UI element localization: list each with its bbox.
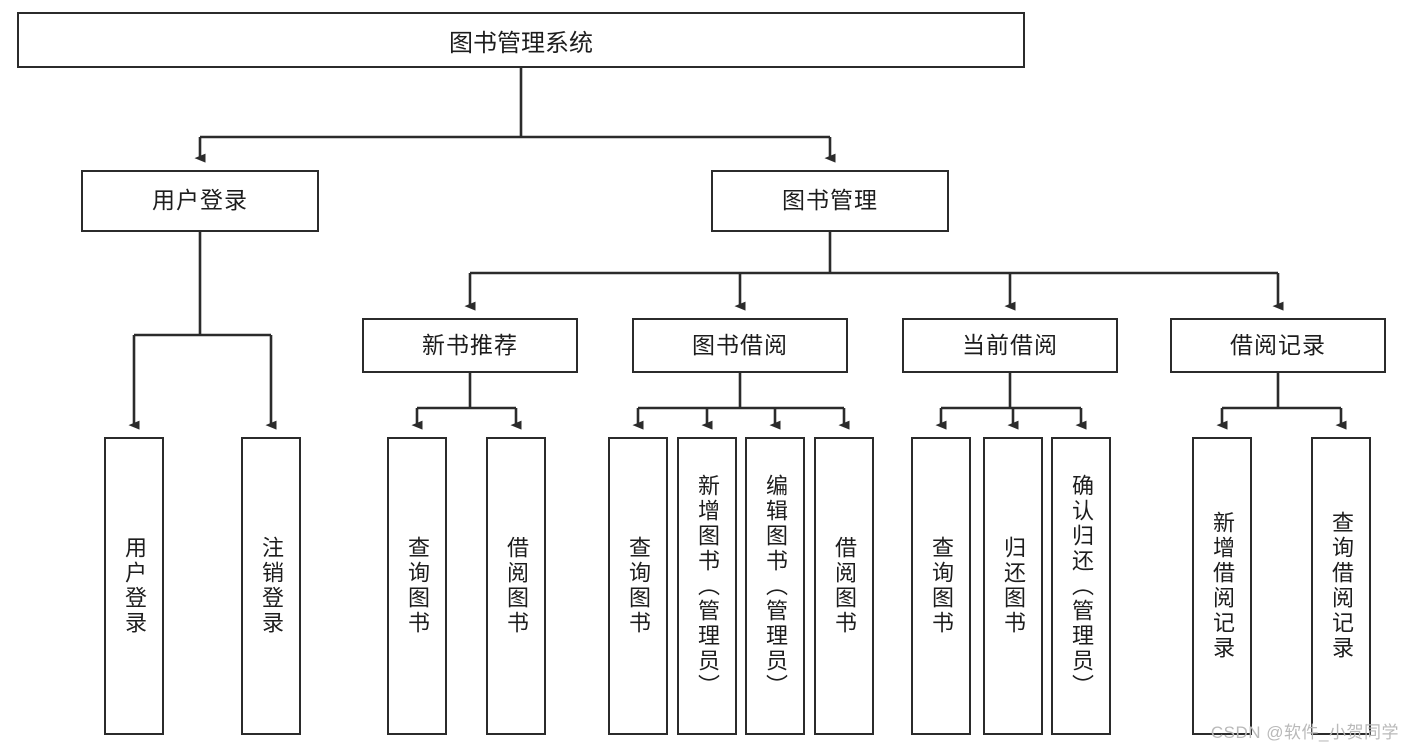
leaf-query-book-recommend-label: 查询图书 xyxy=(405,536,430,636)
node-current-borrow[interactable]: 当前借阅 xyxy=(902,318,1118,373)
leaf-add-book-admin-label: 新增图书（管理员） xyxy=(695,473,720,699)
leaf-confirm-return-admin[interactable]: 确认归还（管理员） xyxy=(1051,437,1111,735)
node-root-label: 图书管理系统 xyxy=(449,29,593,57)
leaf-query-book-current-label: 查询图书 xyxy=(929,536,954,636)
node-book-management-label: 图书管理 xyxy=(782,187,878,214)
leaf-borrow-book[interactable]: 借阅图书 xyxy=(814,437,874,735)
leaf-query-borrow-record[interactable]: 查询借阅记录 xyxy=(1311,437,1371,735)
node-book-management[interactable]: 图书管理 xyxy=(711,170,949,232)
leaf-user-login[interactable]: 用户登录 xyxy=(104,437,164,735)
leaf-user-login-label: 用户登录 xyxy=(122,536,147,636)
leaf-return-book-label: 归还图书 xyxy=(1001,536,1026,636)
node-book-borrow-label: 图书借阅 xyxy=(692,331,788,358)
leaf-add-borrow-record-label: 新增借阅记录 xyxy=(1210,511,1235,661)
node-borrow-record[interactable]: 借阅记录 xyxy=(1170,318,1386,373)
leaf-confirm-return-admin-label: 确认归还（管理员） xyxy=(1069,473,1094,699)
leaf-borrow-book-recommend-label: 借阅图书 xyxy=(504,536,529,636)
leaf-borrow-book-label: 借阅图书 xyxy=(832,536,857,636)
leaf-query-book-borrow-label: 查询图书 xyxy=(626,536,651,636)
leaf-logout[interactable]: 注销登录 xyxy=(241,437,301,735)
leaf-edit-book-admin[interactable]: 编辑图书（管理员） xyxy=(745,437,805,735)
node-user-login-label: 用户登录 xyxy=(152,187,248,214)
node-user-login[interactable]: 用户登录 xyxy=(81,170,319,232)
csdn-watermark: CSDN @软件_小贺同学 xyxy=(1210,723,1399,742)
leaf-return-book[interactable]: 归还图书 xyxy=(983,437,1043,735)
leaf-add-book-admin[interactable]: 新增图书（管理员） xyxy=(677,437,737,735)
leaf-query-book-current[interactable]: 查询图书 xyxy=(911,437,971,735)
node-root[interactable]: 图书管理系统 xyxy=(17,12,1025,68)
leaf-logout-label: 注销登录 xyxy=(259,536,284,636)
node-current-borrow-label: 当前借阅 xyxy=(962,331,1058,358)
leaf-query-borrow-record-label: 查询借阅记录 xyxy=(1329,511,1354,661)
node-borrow-record-label: 借阅记录 xyxy=(1230,331,1326,358)
leaf-borrow-book-recommend[interactable]: 借阅图书 xyxy=(486,437,546,735)
node-new-book-recommend[interactable]: 新书推荐 xyxy=(362,318,578,373)
leaf-add-borrow-record[interactable]: 新增借阅记录 xyxy=(1192,437,1252,735)
node-new-book-recommend-label: 新书推荐 xyxy=(422,331,518,358)
node-book-borrow[interactable]: 图书借阅 xyxy=(632,318,848,373)
leaf-query-book-recommend[interactable]: 查询图书 xyxy=(387,437,447,735)
leaf-edit-book-admin-label: 编辑图书（管理员） xyxy=(763,473,788,699)
leaf-query-book-borrow[interactable]: 查询图书 xyxy=(608,437,668,735)
